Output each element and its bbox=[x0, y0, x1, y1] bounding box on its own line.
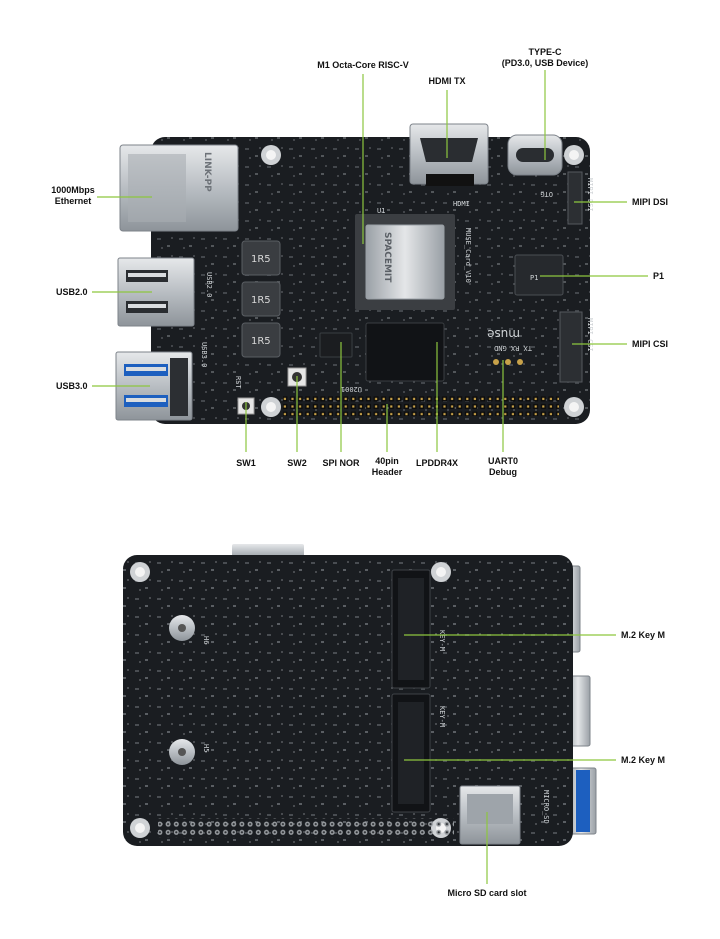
label-ethernet-line1: 1000Mbps bbox=[51, 185, 95, 195]
label-uart-line1: UART0 bbox=[488, 456, 518, 466]
label-hdmi: HDMI TX bbox=[429, 76, 466, 86]
usb3-port bbox=[115, 351, 193, 421]
usb2-port bbox=[117, 257, 195, 327]
u2001-silk: U2001 bbox=[341, 385, 362, 393]
usb2-silk: USB2.0 bbox=[205, 272, 213, 297]
label-header-line1: 40pin bbox=[375, 456, 399, 466]
top-board: LINK-PP 1R5 1R5 1R5 bbox=[115, 123, 594, 424]
uart-pins bbox=[493, 359, 523, 365]
p1-silk: P1 bbox=[530, 274, 538, 282]
h6-silk: H6 bbox=[202, 636, 210, 644]
label-ethernet-line2: Ethernet bbox=[55, 196, 92, 206]
uart-pins-silk: TX RX GND bbox=[494, 344, 532, 352]
label-typec-line2: (PD3.0, USB Device) bbox=[502, 58, 589, 68]
dsi-silk: MIPI DSI bbox=[586, 178, 594, 212]
header-pins-back bbox=[158, 818, 454, 838]
label-usb3: USB3.0 bbox=[56, 381, 88, 391]
soc-brand: SPACEMIT bbox=[382, 232, 392, 283]
usb3-silk: USB3.0 bbox=[200, 342, 208, 367]
label-csi: MIPI CSI bbox=[632, 339, 668, 349]
mipi-csi-connector bbox=[559, 311, 583, 383]
inductor-mark-1: 1R5 bbox=[251, 254, 271, 265]
label-sw2: SW2 bbox=[287, 458, 307, 468]
label-usb2: USB2.0 bbox=[56, 287, 88, 297]
h5-silk: H5 bbox=[202, 744, 210, 752]
ethernet-port: LINK-PP bbox=[119, 144, 239, 232]
inductors: 1R5 1R5 1R5 bbox=[241, 240, 281, 358]
micro-sd-slot: MICRO_SD bbox=[459, 785, 550, 845]
rst-silk: RST bbox=[234, 376, 242, 389]
bottom-board: H6 H5 KEY-M KEY-M MICRO_SD bbox=[123, 544, 597, 846]
brand-silk: muse bbox=[487, 327, 520, 341]
m2-slots: KEY-M KEY-M bbox=[391, 569, 446, 813]
csi-silk: MIPI CSI bbox=[586, 318, 594, 352]
label-typec-line1: TYPE-C bbox=[528, 47, 562, 57]
mounting-holes-top bbox=[261, 145, 584, 417]
label-lpddr: LPDDR4X bbox=[416, 458, 458, 468]
label-m2-top: M.2 Key M bbox=[621, 630, 665, 640]
leader-lines bbox=[92, 70, 648, 884]
mipi-dsi-connector bbox=[567, 171, 583, 225]
label-sw1: SW1 bbox=[236, 458, 256, 468]
label-uart-line2: Debug bbox=[489, 467, 517, 477]
otg-silk: OTG bbox=[540, 190, 553, 198]
ethernet-brand-silk: LINK-PP bbox=[202, 152, 212, 192]
label-cpu: M1 Octa-Core RISC-V bbox=[317, 60, 409, 70]
lpddr4x-chip bbox=[365, 322, 445, 382]
label-m2-bottom: M.2 Key M bbox=[621, 755, 665, 765]
label-header-line2: Header bbox=[372, 467, 403, 477]
gpio-header-40pin bbox=[283, 394, 559, 416]
label-dsi: MIPI DSI bbox=[632, 197, 668, 207]
inductor-mark-3: 1R5 bbox=[251, 336, 271, 347]
label-p1: P1 bbox=[653, 271, 664, 281]
key-m-silk-top: KEY-M bbox=[438, 630, 446, 651]
hdmi-port: HDMI bbox=[409, 123, 489, 208]
standoffs: H6 H5 bbox=[169, 615, 210, 765]
u1-silk: U1 bbox=[377, 207, 385, 215]
callout-labels: M1 Octa-Core RISC-V HDMI TX TYPE-C (PD3.… bbox=[51, 47, 668, 898]
board-name-silk: MUSE_Card_V10 bbox=[464, 228, 472, 283]
p1-component bbox=[514, 254, 564, 296]
soc-chip: SPACEMIT U1 bbox=[355, 207, 455, 310]
sd-silk: MICRO_SD bbox=[542, 790, 550, 824]
label-sd: Micro SD card slot bbox=[447, 888, 526, 898]
label-spinor: SPI NOR bbox=[322, 458, 360, 468]
spi-nor-chip bbox=[319, 332, 353, 358]
hdmi-silk: HDMI bbox=[453, 200, 470, 208]
key-m-silk-bottom: KEY-M bbox=[438, 706, 446, 727]
inductor-mark-2: 1R5 bbox=[251, 295, 271, 306]
